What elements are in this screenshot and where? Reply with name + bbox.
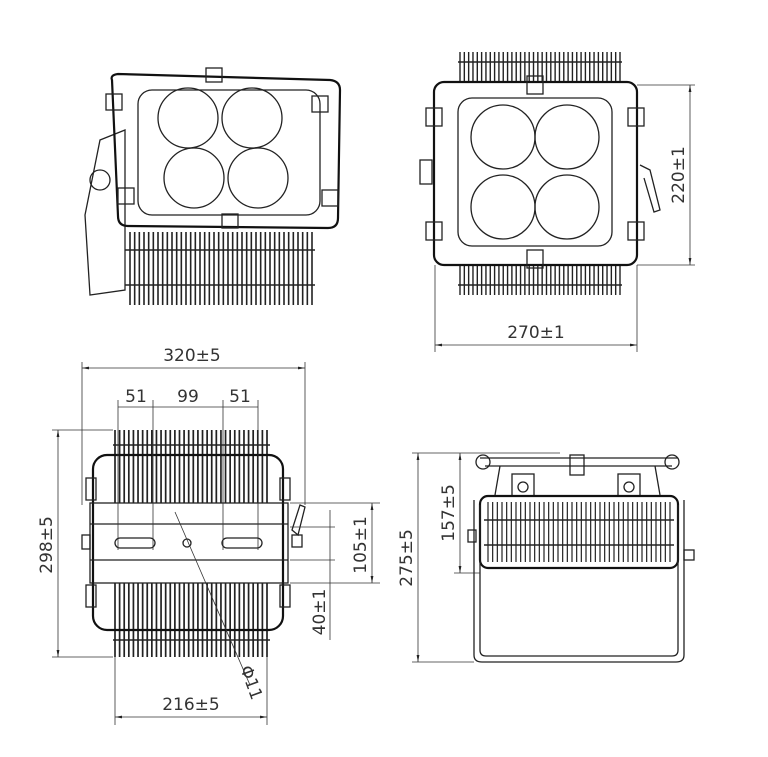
led-lens — [534, 104, 600, 170]
dim-slot-spacing: 99 — [177, 387, 199, 407]
mounting-bracket — [84, 129, 126, 296]
dim-width-270: 270±1 — [507, 323, 565, 343]
led-lens — [470, 174, 536, 240]
lamp-body — [91, 453, 285, 632]
u-bracket — [473, 500, 685, 663]
dim-height-275: 275±5 — [397, 529, 417, 587]
profile-view: 275±5 157±5 — [397, 452, 695, 663]
dim-height-298: 298±5 — [37, 516, 57, 574]
heatsink-fins — [458, 52, 622, 295]
perspective-view — [84, 67, 342, 305]
heatsink-fins — [125, 232, 315, 305]
heatsink-fins — [113, 430, 270, 657]
lamp-frame — [432, 80, 639, 267]
led-lens — [534, 174, 600, 240]
dim-slot-left: 51 — [125, 387, 147, 407]
dim-offset-40: 40±1 — [310, 589, 330, 636]
led-lens — [227, 147, 289, 209]
lamp-frame — [110, 72, 342, 230]
dim-pivot-157: 157±5 — [439, 484, 459, 542]
front-view: 220±1 270±1 — [419, 52, 695, 352]
led-lens — [470, 104, 536, 170]
mounting-slot — [221, 537, 263, 549]
dim-slot-right: 51 — [229, 387, 251, 407]
top-bracket — [480, 457, 678, 496]
led-lens — [157, 87, 219, 149]
led-lens — [163, 147, 225, 209]
dim-width-320: 320±5 — [163, 346, 221, 366]
dim-height-220: 220±1 — [669, 146, 689, 204]
mounting-slot — [114, 537, 156, 549]
dim-hole-diameter: Φ11 — [235, 663, 266, 703]
led-lens — [221, 87, 283, 149]
dim-fin-width-216: 216±5 — [162, 695, 220, 715]
back-view: 320±5 51 99 51 298±5 105±1 40±1 Φ11 216±… — [37, 346, 380, 725]
dim-bracket-105: 105±1 — [351, 516, 371, 574]
lamp-body — [478, 494, 680, 570]
